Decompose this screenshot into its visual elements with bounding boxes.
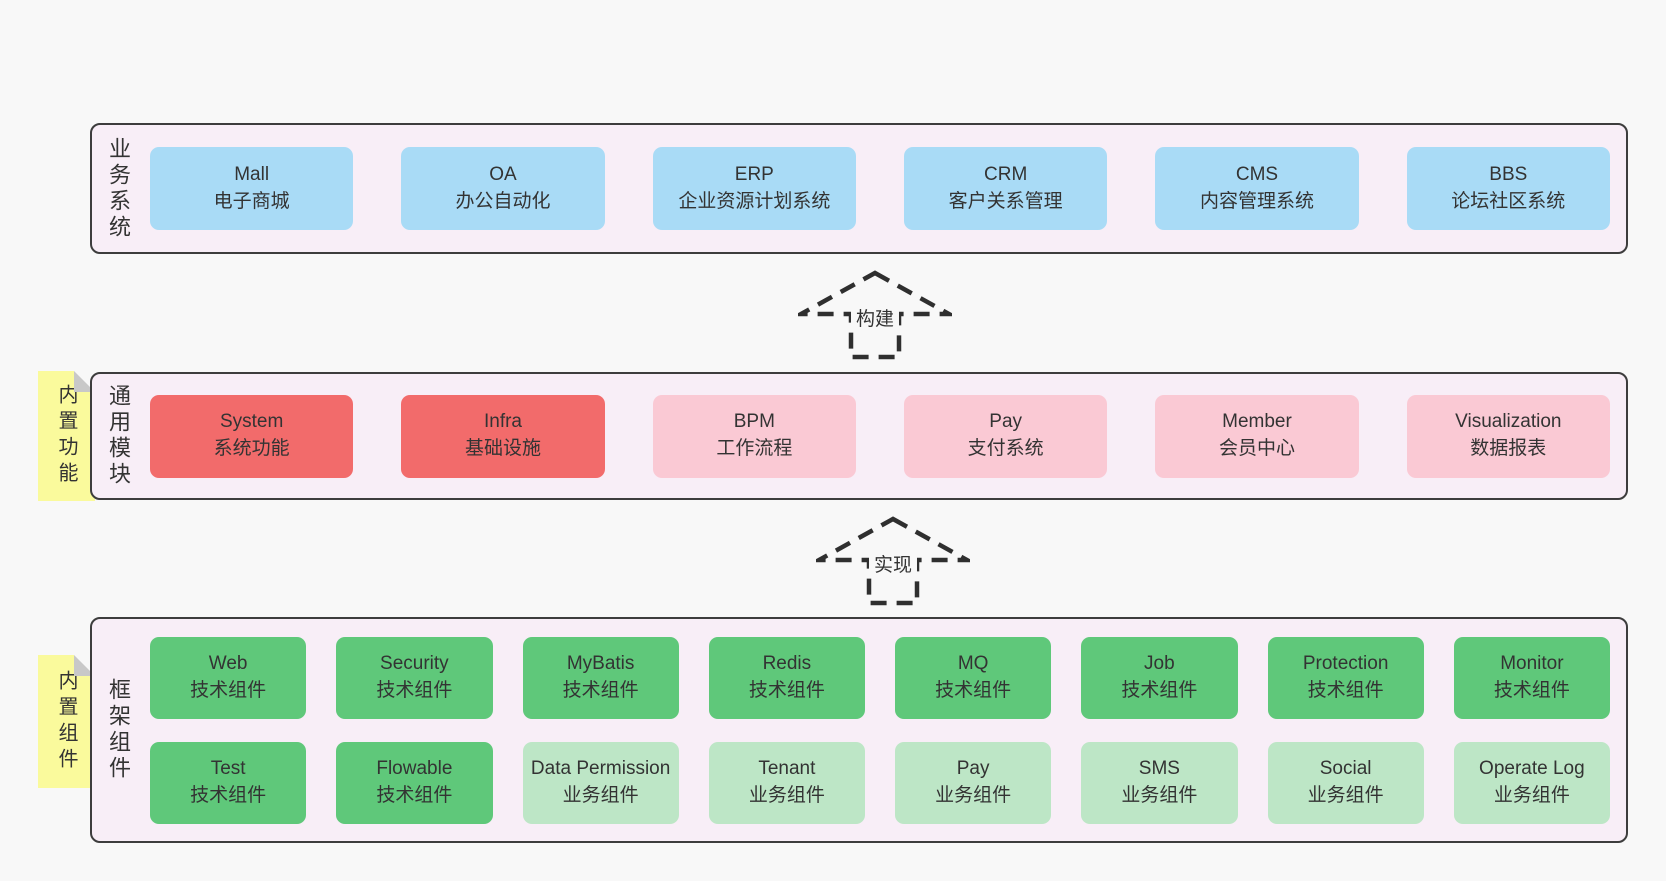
box-data-permission: Data Permission 业务组件 bbox=[522, 741, 679, 824]
box-test: Test 技术组件 bbox=[150, 741, 307, 824]
box-pay-component: Pay 业务组件 bbox=[895, 741, 1052, 824]
sticky-note-built-in-features: 内置功能 bbox=[38, 371, 95, 501]
box-job: Job 技术组件 bbox=[1081, 636, 1238, 719]
implement-arrow: 实现 bbox=[816, 516, 970, 606]
business-boxes: Mall 电子商城 OA 办公自动化 ERP 企业资源计划系统 CRM 客户关系… bbox=[138, 125, 1626, 252]
box-pay-module: Pay 支付系统 bbox=[903, 394, 1108, 478]
module-boxes: System 系统功能 Infra 基础设施 BPM 工作流程 Pay 支付系统… bbox=[138, 374, 1626, 498]
component-row-2: Test 技术组件 Flowable 技术组件 Data Permission … bbox=[150, 741, 1610, 824]
box-visualization: Visualization 数据报表 bbox=[1406, 394, 1610, 478]
box-erp: ERP 企业资源计划系统 bbox=[652, 147, 856, 230]
component-row-1: Web 技术组件 Security 技术组件 MyBatis 技术组件 Redi… bbox=[150, 636, 1610, 719]
layer-title: 通用模块 bbox=[106, 384, 131, 488]
layer-title: 业务系统 bbox=[106, 136, 131, 241]
box-member: Member 会员中心 bbox=[1155, 394, 1359, 478]
box-mq: MQ 技术组件 bbox=[895, 636, 1052, 719]
box-web: Web 技术组件 bbox=[150, 636, 307, 719]
box-monitor: Monitor 技术组件 bbox=[1453, 636, 1610, 719]
sticky-note-label: 内置组件 bbox=[55, 669, 77, 774]
box-cms: CMS 内容管理系统 bbox=[1155, 147, 1359, 230]
box-bpm: BPM 工作流程 bbox=[652, 394, 856, 478]
box-crm: CRM 客户关系管理 bbox=[903, 147, 1108, 230]
box-sms: SMS 业务组件 bbox=[1081, 741, 1238, 824]
box-infra: Infra 基础设施 bbox=[401, 394, 605, 478]
box-mybatis: MyBatis 技术组件 bbox=[522, 636, 679, 719]
box-bbs: BBS 论坛社区系统 bbox=[1406, 147, 1610, 230]
layer-title: 框架组件 bbox=[106, 678, 131, 782]
box-oa: OA 办公自动化 bbox=[401, 147, 605, 230]
box-redis: Redis 技术组件 bbox=[708, 636, 865, 719]
sticky-note-built-in-components: 内置组件 bbox=[38, 655, 95, 788]
box-protection: Protection 技术组件 bbox=[1267, 636, 1424, 719]
box-flowable: Flowable 技术组件 bbox=[336, 741, 493, 824]
component-rows: Web 技术组件 Security 技术组件 MyBatis 技术组件 Redi… bbox=[138, 619, 1626, 841]
build-arrow-label: 构建 bbox=[850, 304, 900, 331]
box-system: System 系统功能 bbox=[150, 394, 354, 478]
up-arrow-icon bbox=[816, 516, 970, 606]
build-arrow: 构建 bbox=[798, 270, 952, 360]
box-security: Security 技术组件 bbox=[336, 636, 493, 719]
layer-framework-components: 框架组件 Web 技术组件 Security 技术组件 MyBatis 技术组件… bbox=[90, 617, 1628, 843]
box-mall: Mall 电子商城 bbox=[150, 147, 354, 230]
box-social: Social 业务组件 bbox=[1267, 741, 1424, 824]
up-arrow-icon bbox=[798, 270, 952, 360]
layer-common-modules: 通用模块 System 系统功能 Infra 基础设施 BPM 工作流程 Pay… bbox=[90, 372, 1628, 500]
box-tenant: Tenant 业务组件 bbox=[708, 741, 865, 824]
box-operate-log: Operate Log 业务组件 bbox=[1453, 741, 1610, 824]
implement-arrow-label: 实现 bbox=[868, 550, 918, 577]
layer-business-systems: 业务系统 Mall 电子商城 OA 办公自动化 ERP 企业资源计划系统 CRM… bbox=[90, 123, 1628, 254]
sticky-note-label: 内置功能 bbox=[55, 384, 77, 488]
